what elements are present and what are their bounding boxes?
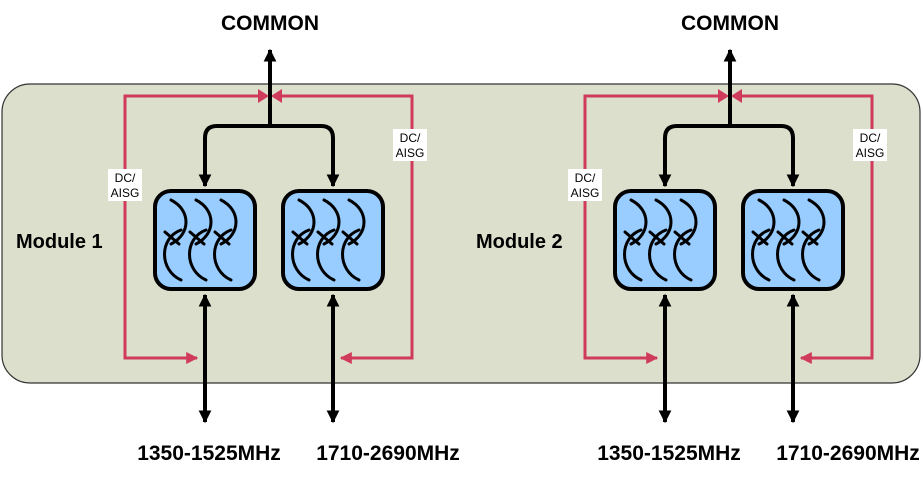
resonator-coupling <box>341 230 359 246</box>
dc-aisg-path-right <box>276 94 414 364</box>
resonator-lower-arc <box>213 228 233 282</box>
resonator-lower-arc <box>188 228 208 282</box>
filter-high-band <box>741 189 845 424</box>
port-label-high-band: 1710-2690MHz <box>316 442 460 465</box>
dc-aisg-arrow-left <box>718 89 729 103</box>
resonator-coupling <box>316 230 334 246</box>
module-panel <box>1 83 921 384</box>
split-arrow-right <box>730 124 800 188</box>
dc-aisg-label-line2: AISG <box>856 146 885 160</box>
split-arrow-right <box>270 124 340 188</box>
dc-aisg-path-right <box>736 94 874 364</box>
resonator-lower-arc <box>751 228 771 282</box>
bandpass-filter-icon <box>751 198 826 282</box>
bandpass-filter-icon <box>623 198 698 282</box>
dc-aisg-label-line2: AISG <box>396 146 425 160</box>
resonator-coupling <box>751 230 769 246</box>
dc-aisg-label-line1: DC/ <box>115 171 136 185</box>
common-port-label: COMMON <box>221 12 319 35</box>
resonator-lower-arc <box>673 228 693 282</box>
dc-aisg-label-right: DC/AISG <box>853 129 887 161</box>
resonator-lower-arc <box>623 228 643 282</box>
resonator-coupling <box>776 230 794 246</box>
resonator-coupling <box>163 230 181 246</box>
split-arrow-left <box>198 124 270 188</box>
resonator-lower-arc <box>648 228 668 282</box>
resonator-coupling <box>291 230 309 246</box>
dc-aisg-label-bg <box>393 129 427 161</box>
filter-box <box>153 189 257 291</box>
dc-aisg-label-left: DC/AISG <box>568 169 602 201</box>
dc-aisg-label-left: DC/AISG <box>108 169 142 201</box>
filter-high-band <box>281 189 385 424</box>
common-port-label: COMMON <box>681 12 779 35</box>
dc-aisg-label-line1: DC/ <box>400 131 421 145</box>
port-label-low-band: 1350-1525MHz <box>597 442 741 465</box>
dc-aisg-label-right: DC/AISG <box>393 129 427 161</box>
resonator-coupling <box>623 230 641 246</box>
dc-aisg-arrow-right <box>731 89 742 103</box>
dc-aisg-arrow-left <box>258 89 269 103</box>
port-label-high-band: 1710-2690MHz <box>776 442 920 465</box>
dc-aisg-path-left <box>123 94 264 364</box>
filter-box <box>613 189 717 291</box>
resonator-coupling <box>673 230 691 246</box>
dc-aisg-arrow-right <box>271 89 282 103</box>
resonator-lower-arc <box>776 228 796 282</box>
dc-aisg-label-line2: AISG <box>111 186 140 200</box>
resonator-coupling <box>801 230 819 246</box>
bandpass-filter-icon <box>163 198 238 282</box>
resonator-lower-arc <box>316 228 336 282</box>
filter-low-band <box>613 189 717 424</box>
split-arrow-left <box>658 124 730 188</box>
dc-aisg-label-line2: AISG <box>571 186 600 200</box>
filter-box <box>741 189 845 291</box>
resonator-lower-arc <box>163 228 183 282</box>
dc-aisg-label-line1: DC/ <box>575 171 596 185</box>
bandpass-filter-icon <box>291 198 366 282</box>
module-label: Module 2 <box>476 231 563 253</box>
dc-aisg-label-line1: DC/ <box>860 131 881 145</box>
filter-low-band <box>153 189 257 424</box>
resonator-coupling <box>188 230 206 246</box>
resonator-coupling <box>213 230 231 246</box>
dc-aisg-path-left <box>583 94 724 364</box>
port-label-low-band: 1350-1525MHz <box>137 442 281 465</box>
filter-box <box>281 189 385 291</box>
dc-aisg-label-bg <box>108 169 142 201</box>
dc-aisg-label-bg <box>853 129 887 161</box>
module-label: Module 1 <box>16 231 103 253</box>
resonator-coupling <box>648 230 666 246</box>
resonator-lower-arc <box>291 228 311 282</box>
resonator-lower-arc <box>801 228 821 282</box>
dc-aisg-label-bg <box>568 169 602 201</box>
resonator-lower-arc <box>341 228 361 282</box>
